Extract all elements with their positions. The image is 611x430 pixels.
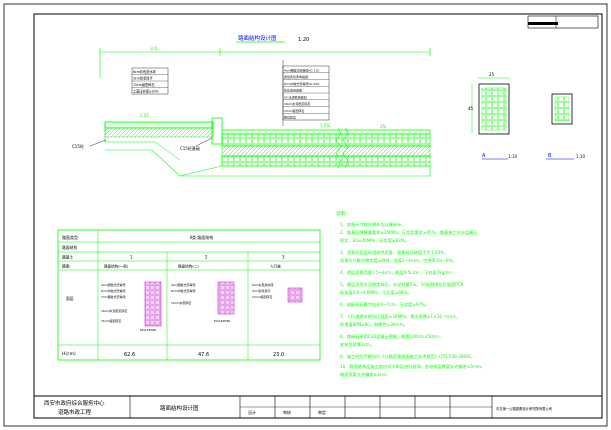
svg-text:6cm中粒式沥青砼: 6cm中粒式沥青砼 (171, 288, 195, 293)
svg-text:4cm细粒式沥青砼: 4cm细粒式沥青砼 (171, 282, 195, 287)
detail-b: B 1:10 (546, 93, 585, 160)
svg-text:Ⅱ类·路面结构: Ⅱ类·路面结构 (190, 234, 213, 240)
svg-text:1:10: 1:10 (576, 154, 585, 159)
svg-text:E0≥35MPa: E0≥35MPa (140, 328, 156, 332)
svg-text:5、基层采用水泥稳定碎石，水泥剂量5%，7d无侧限抗压强度P: 5、基层采用水泥稳定碎石，水泥剂量5%，7d无侧限抗压强度PCR (340, 281, 464, 288)
svg-text:9、施工时应严格执行《公路沥青路面施工技术规范》(JTG F: 9、施工时应严格执行《公路沥青路面施工技术规范》(JTG F40-2004)。 (340, 353, 475, 360)
svg-text:3: 3 (282, 255, 285, 260)
svg-text:A: A (482, 153, 486, 159)
svg-text:改性乳化沥青粘层: 改性乳化沥青粘层 (284, 74, 308, 79)
notes-block: 说明： 1、本图尺寸除注明外均以厘米计。 2、路基回弹模量要求≥35MPa，压实… (336, 210, 485, 378)
svg-text:6cm中粒式沥青砼AC-20C: 6cm中粒式沥青砼AC-20C (284, 81, 320, 86)
svg-text:6cm彩色透水砖: 6cm彩色透水砖 (133, 69, 157, 74)
svg-text:安装坐浆厚2cm。: 安装坐浆厚2cm。 (340, 341, 374, 348)
header-cells (527, 15, 599, 29)
svg-text:7cm粗粒式沥青砼: 7cm粗粒式沥青砼 (101, 294, 125, 299)
svg-text:路面: 路面 (62, 264, 70, 269)
svg-text:路面结构(二): 路面结构(二) (178, 264, 199, 269)
label-c15-right: C15砼基础 (180, 145, 200, 151)
svg-text:标准值3.0~4.0MPa，压实度≥98%。: 标准值3.0~4.0MPa，压实度≥98%。 (340, 289, 412, 296)
svg-text:1:10: 1:10 (508, 154, 517, 159)
svg-text:说明：: 说明： (336, 210, 350, 217)
svg-text:16cm水泥稳定碎石: 16cm水泥稳定碎石 (284, 101, 310, 106)
svg-text:路基土: 路基土 (62, 255, 74, 260)
svg-text:B: B (548, 153, 552, 159)
svg-text:15cm级配碎石: 15cm级配碎石 (133, 82, 155, 87)
structure-table: 路面类型 Ⅱ类·路面结构 路面结构 路基土 路面 面层 1 2 3 路面结构(一… (57, 229, 321, 361)
svg-text:路面结构(一般): 路面结构(一般) (104, 264, 129, 269)
svg-text:4cm细粒式沥青砼: 4cm细粒式沥青砼 (101, 282, 125, 287)
svg-text:审核: 审核 (283, 409, 291, 415)
svg-text:H(cm): H(cm) (62, 351, 76, 357)
dim-top-left: 3.0 (150, 46, 157, 52)
dim-right-small: 1.5% (320, 123, 330, 128)
svg-text:7、人行道透水砖抗压强度≥30MPa，透水系数≥1×10⁻²: 7、人行道透水砖抗压强度≥30MPa，透水系数≥1×10⁻²cm/s， (340, 313, 460, 320)
svg-text:沥青砼马歇尔稳定度≥8kN，流值2~4mm，空隙率3%~6%: 沥青砼马歇尔稳定度≥8kN，流值2~4mm，空隙率3%~6%。 (340, 257, 457, 264)
svg-text:23.0: 23.0 (273, 352, 284, 358)
svg-text:15cm级配碎石: 15cm级配碎石 (284, 108, 304, 113)
svg-text:47.6: 47.6 (198, 352, 209, 358)
svg-text:6cm彩色透水砖: 6cm彩色透水砖 (252, 282, 273, 287)
top-dimension (99, 48, 431, 78)
label-c15-left: C15砼 (72, 143, 84, 149)
svg-text:15cm级配碎石: 15cm级配碎石 (101, 318, 121, 323)
svg-text:设计: 设计 (248, 409, 256, 415)
svg-text:中交第一公路勘察设计研究院有限公司: 中交第一公路勘察设计研究院有限公司 (496, 406, 552, 411)
svg-text:16cm水泥稳定碎石: 16cm水泥稳定碎石 (101, 308, 127, 313)
svg-text:土基压实度≥93%: 土基压实度≥93% (133, 89, 159, 94)
svg-text:8、路缘石采用C30混凝土预制，规格100cm×50cm，: 8、路缘石采用C30混凝土预制，规格100cm×50cm， (340, 333, 443, 340)
svg-text:路面宽度允许偏差±3cm。: 路面宽度允许偏差±3cm。 (340, 371, 390, 378)
svg-text:乳化沥青透层: 乳化沥青透层 (284, 88, 302, 93)
dim-left-small: 2.25 (140, 113, 149, 118)
left-layer-notes: 6cm彩色透水砖 3cm砂浆找平 15cm级配碎石 土基压实度≥93% (131, 67, 169, 95)
svg-text:15cm级配碎石: 15cm级配碎石 (252, 294, 272, 299)
svg-text:防滑值BPN≥60，耐磨性≤30mm。: 防滑值BPN≥60，耐磨性≤30mm。 (340, 321, 408, 328)
svg-text:3cm砂浆找平: 3cm砂浆找平 (133, 76, 153, 81)
svg-text:62.6: 62.6 (124, 352, 135, 358)
svg-text:15cm水稳碎石: 15cm水稳碎石 (171, 300, 191, 305)
svg-text:密实，E0≥35MPa，压实度≥93%。: 密实，E0≥35MPa，压实度≥93%。 (340, 237, 409, 244)
svg-text:2、路基回弹模量要求≥35MPa，压实度要求≥95%，路基施: 2、路基回弹模量要求≥35MPa，压实度要求≥95%，路基施工应分层碾压 (340, 229, 478, 236)
svg-text:路面结构: 路面结构 (62, 245, 77, 250)
svg-text:面层: 面层 (66, 296, 74, 301)
svg-text:西安市政府综合服务中心: 西安市政府综合服务中心 (44, 399, 105, 407)
inner-frame (33, 13, 603, 419)
svg-text:2: 2 (205, 255, 208, 260)
svg-text:25: 25 (489, 72, 495, 77)
svg-text:6cm中粒式沥青砼: 6cm中粒式沥青砼 (101, 288, 125, 293)
svg-text:1: 1 (130, 255, 133, 260)
svg-text:道路市政工程: 道路市政工程 (58, 408, 92, 416)
svg-text:5%水泥稳定碎石: 5%水泥稳定碎石 (284, 95, 307, 100)
section-title: 路面结构设计图 (238, 34, 277, 42)
svg-text:人行道: 人行道 (270, 264, 281, 269)
scale-label: 1:20 (298, 37, 309, 43)
svg-text:审定: 审定 (318, 409, 326, 415)
pavement-section (104, 117, 431, 177)
svg-text:3cm砂浆找平: 3cm砂浆找平 (252, 288, 270, 293)
svg-text:1、本图尺寸除注明外均以厘米计。: 1、本图尺寸除注明外均以厘米计。 (340, 221, 405, 228)
svg-text:6、级配碎石最大粒径4~7cm，压实度≥97%。: 6、级配碎石最大粒径4~7cm，压实度≥97%。 (340, 301, 429, 308)
outer-frame (3, 3, 608, 427)
svg-text:路面结构设计图: 路面结构设计图 (160, 404, 199, 412)
svg-text:4cm细粒式沥青砼AC-13C: 4cm细粒式沥青砼AC-13C (284, 68, 320, 73)
svg-text:10、路面结构层施工前应对下承层进行检测，各结构层厚度允许偏: 10、路面结构层施工前应对下承层进行检测，各结构层厚度允许偏差±5mm。 (340, 363, 485, 370)
title-block: 西安市政府综合服务中心 道路市政工程 路面结构设计图 设计 审核 审定 中交第一… (33, 395, 603, 419)
svg-text:路面类型: 路面类型 (62, 234, 78, 240)
svg-text:E0≥30MPa: E0≥30MPa (214, 319, 230, 323)
svg-text:4、透层沥青用量1.5~4cm，黏层0.5L/m²，下封层7: 4、透层沥青用量1.5~4cm，黏层0.5L/m²，下封层7kg/m²。 (340, 269, 456, 276)
right-layer-notes: 4cm细粒式沥青砼AC-13C 改性乳化沥青粘层 6cm中粒式沥青砼AC-20C… (282, 60, 330, 126)
svg-text:45: 45 (468, 106, 474, 111)
svg-text:3、沥青砼面层采用改性沥青，粗集料压碎值不大于20%，: 3、沥青砼面层采用改性沥青，粗集料压碎值不大于20%， (340, 249, 448, 256)
svg-text:路基压实: 路基压实 (284, 115, 296, 120)
detail-a: 25 45 A 1:10 (468, 72, 517, 160)
dim-right-mid: 2% (380, 124, 387, 129)
